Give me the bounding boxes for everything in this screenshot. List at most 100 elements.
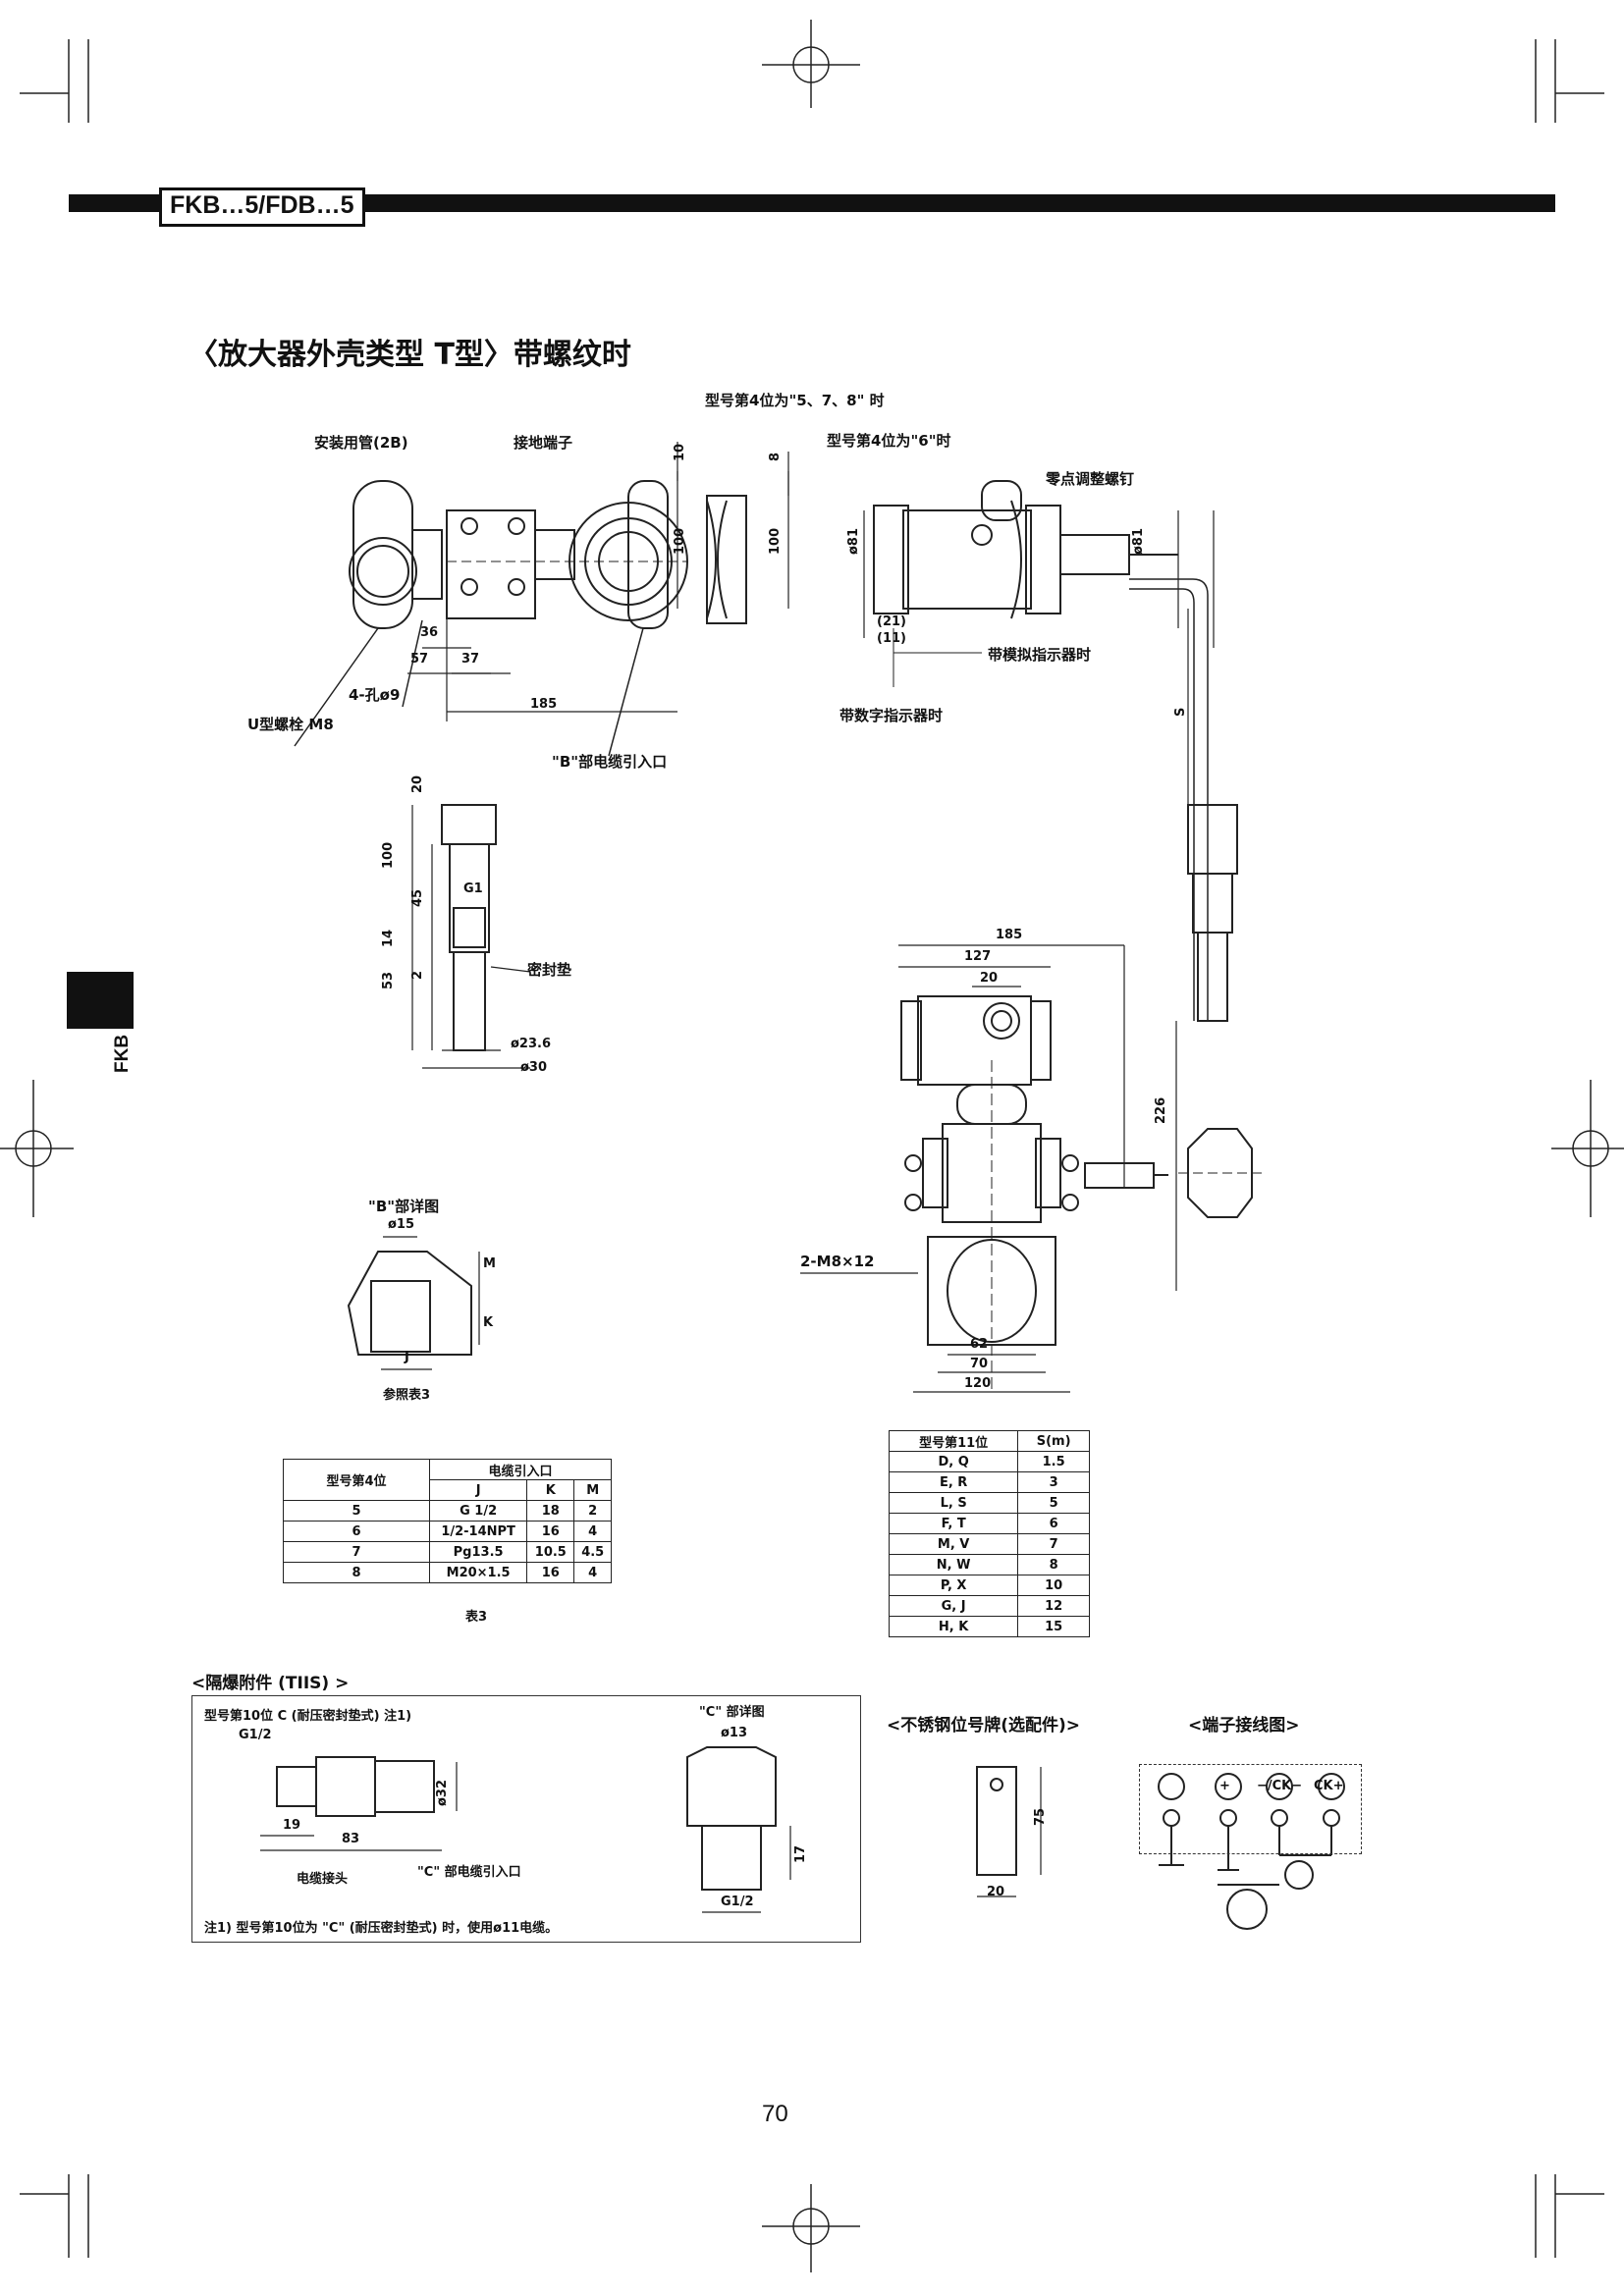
terminal-plus: + <box>1219 1779 1230 1793</box>
s-table-cell: 10 <box>1017 1575 1090 1596</box>
table3-cell: 7 <box>283 1541 430 1563</box>
page-number: 70 <box>762 2101 788 2127</box>
dim-120: 120 <box>964 1376 992 1391</box>
tag-plate-drawing <box>976 1766 1042 1897</box>
s-table-cell: F, T <box>888 1513 1019 1534</box>
label-pos4-6: 型号第4位为"6"时 <box>827 432 951 450</box>
tiis-c-entry: "C" 部电缆引入口 <box>417 1865 521 1880</box>
s-table-cell: G, J <box>888 1595 1019 1617</box>
dim-G1: G1 <box>463 881 483 896</box>
table3-cell: Pg13.5 <box>428 1541 528 1563</box>
dim-100c: 100 <box>381 841 396 869</box>
s-table-cell: 5 <box>1017 1492 1090 1514</box>
dim-10: 10 <box>673 443 687 461</box>
tiis-title: <隔爆附件 (TIIS) > <box>191 1674 350 1693</box>
b-detail-title: "B"部详图 <box>368 1198 440 1215</box>
dim-62: 62 <box>970 1337 989 1352</box>
dim-20: 20 <box>410 774 425 793</box>
table3-cell: 10.5 <box>526 1541 575 1563</box>
table3-cell: 6 <box>283 1521 430 1542</box>
dim-81b: ø81 <box>1131 527 1146 555</box>
s-table-cell: 15 <box>1017 1616 1090 1637</box>
tag-plate-d20: 20 <box>987 1885 1005 1899</box>
s-table-cell: 7 <box>1017 1533 1090 1555</box>
s-table-cell: H, K <box>888 1616 1019 1637</box>
table3-cell: 2 <box>573 1500 612 1522</box>
tiis-d83: 83 <box>342 1832 360 1846</box>
b-detail-note: 参照表3 <box>383 1388 431 1403</box>
header-bar <box>69 194 1555 212</box>
table3-cell: 8 <box>283 1562 430 1583</box>
table3-cell: 16 <box>526 1562 575 1583</box>
terminal-diagram <box>1158 1773 1345 1930</box>
dim-226: 226 <box>1154 1096 1168 1124</box>
tag-plate-title: <不锈钢位号牌(选配件)> <box>887 1716 1081 1735</box>
dim-36: 36 <box>420 625 439 640</box>
dim-185b: 185 <box>996 928 1023 942</box>
s-table-cell: D, Q <box>888 1451 1019 1472</box>
table3-caption: 表3 <box>465 1610 488 1625</box>
s-table-cell: M, V <box>888 1533 1019 1555</box>
s-table-cell: 6 <box>1017 1513 1090 1534</box>
s-table-cell: N, W <box>888 1554 1019 1575</box>
dim-127: 127 <box>964 949 992 964</box>
b-detail-d15: ø15 <box>388 1217 415 1232</box>
dim-2: 2 <box>410 970 425 980</box>
dim-23-6: ø23.6 <box>511 1037 552 1051</box>
b-detail-J: J <box>405 1350 409 1364</box>
dim-57: 57 <box>410 652 429 667</box>
table3-cell: 4.5 <box>573 1541 612 1563</box>
label-u-bolt: U型螺栓 M8 <box>247 716 334 733</box>
tiis-d13: ø13 <box>721 1726 748 1740</box>
dim-53: 53 <box>381 971 396 989</box>
b-detail-M: M <box>483 1256 496 1271</box>
label-zero-screw: 零点调整螺钉 <box>1046 470 1135 488</box>
s-table-cell: 3 <box>1017 1471 1090 1493</box>
tiis-d32: ø32 <box>435 1779 450 1806</box>
terminal-dashed-box <box>1139 1764 1362 1854</box>
s-table-header-s: S(m) <box>1017 1430 1090 1452</box>
s-table-cell: L, S <box>888 1492 1019 1514</box>
table3-cell: 4 <box>573 1562 612 1583</box>
label-pos4-578: 型号第4位为"5、7、8" 时 <box>705 392 885 409</box>
s-table-header-pos11: 型号第11位 <box>888 1430 1019 1452</box>
dim-100b: 100 <box>768 527 783 555</box>
label-mount-pipe: 安装用管(2B) <box>314 434 408 452</box>
table3-cell: 4 <box>573 1521 612 1542</box>
crop-marks <box>0 20 1624 2272</box>
tiis-g12b: G1/2 <box>721 1895 754 1909</box>
front-view-drawing <box>800 944 1262 1394</box>
side-tab-label: FKB <box>112 1034 133 1073</box>
header-title: FKB…5/FDB…5 <box>159 187 365 227</box>
section-title: 〈放大器外壳类型 T型〉带螺纹时 <box>189 338 631 372</box>
table3-header-cable: 电缆引入口 <box>429 1459 612 1480</box>
table3-cell: 16 <box>526 1521 575 1542</box>
dim-45: 45 <box>410 888 425 907</box>
dim-81a: ø81 <box>846 527 861 555</box>
terminal-ck-minus: −/CK− <box>1257 1779 1303 1793</box>
terminal-title: <端子接线图> <box>1188 1716 1300 1735</box>
dim-11: (11) <box>877 631 906 646</box>
tiis-note: 注1) 型号第10位为 "C" (耐压密封垫式) 时，使用ø11电缆。 <box>204 1921 559 1936</box>
s-table-cell: 1.5 <box>1017 1451 1090 1472</box>
dim-100a: 100 <box>673 527 687 555</box>
label-digital-indicator: 带数字指示器时 <box>839 707 944 724</box>
tag-plate-d75: 75 <box>1033 1807 1048 1826</box>
table3-cell: G 1/2 <box>428 1500 528 1522</box>
side-tab <box>67 972 134 1029</box>
label-cable-entry-b: "B"部电缆引入口 <box>552 753 668 771</box>
table3-sub-K: K <box>526 1479 575 1501</box>
table3-cell: 5 <box>283 1500 430 1522</box>
s-table-cell: 8 <box>1017 1554 1090 1575</box>
